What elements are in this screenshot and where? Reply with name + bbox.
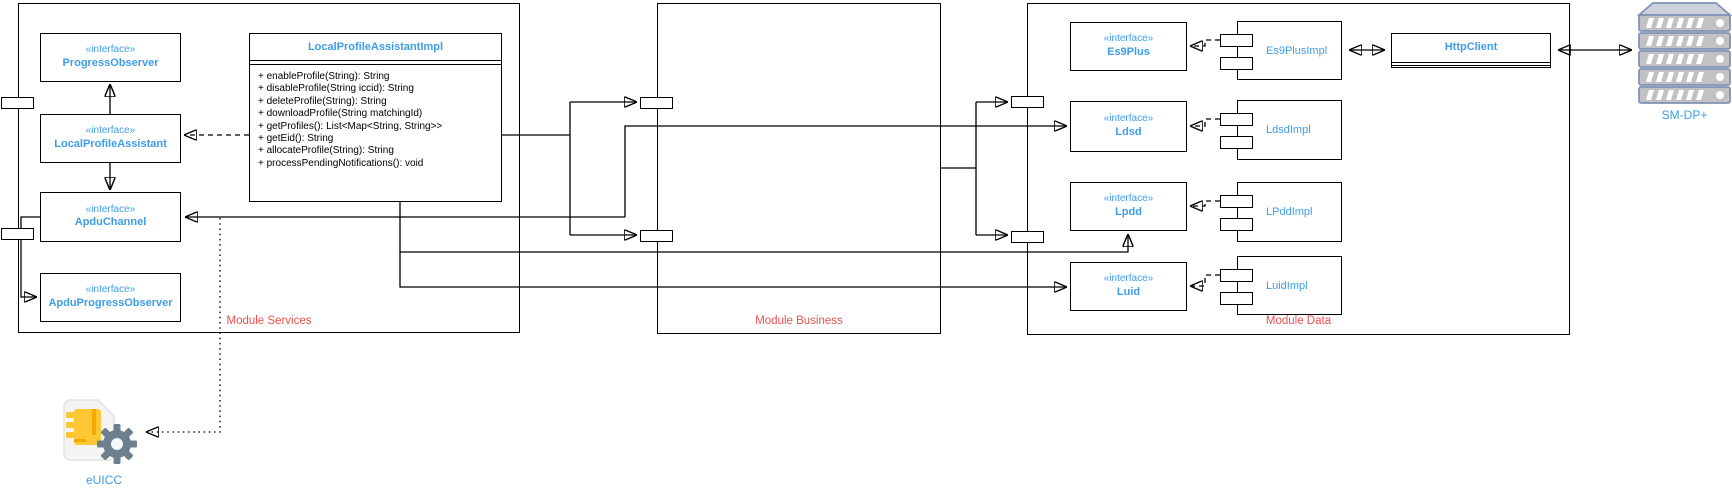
class-method: + processPendingNotifications(): void	[258, 157, 424, 169]
class-method: + allocateProfile(String): String	[258, 145, 394, 157]
module-data-box[interactable]	[1027, 3, 1570, 335]
component-tab	[1220, 195, 1253, 208]
stereotype-label: «interface»	[1103, 193, 1154, 205]
stereotype-label: «interface»	[1103, 273, 1154, 285]
interface-name: Lpdd	[1115, 205, 1142, 218]
interface-name: Luid	[1116, 285, 1141, 298]
port-services-left-bottom[interactable]	[1, 228, 34, 240]
module-business-label: Module Business	[755, 315, 843, 327]
interface-name: Es9Plus	[1107, 45, 1150, 58]
component-lpddimpl[interactable]: LPddImpl	[1220, 182, 1342, 242]
interface-name: LocalProfileAssistant	[54, 137, 167, 150]
interface-name: ApduChannel	[74, 216, 147, 229]
connector-luidimpl-to-luid-dashed	[1191, 274, 1220, 286]
connector-business-to-data-ports	[941, 102, 1007, 235]
class-method: + getEid(): String	[258, 133, 334, 145]
port-data-left-bottom[interactable]	[1011, 231, 1044, 243]
port-services-left-top[interactable]	[1, 97, 34, 109]
class-methods: + enableProfile(String): String + disabl…	[250, 65, 501, 170]
class-separator	[250, 61, 501, 65]
connector-impl-to-luid	[399, 252, 1066, 287]
httpclient-underline	[1392, 62, 1550, 63]
connector-services-to-euicc-dotted	[147, 218, 221, 432]
httpclient-underline	[1392, 65, 1550, 66]
port-business-left-bottom[interactable]	[640, 230, 673, 242]
component-tab	[1220, 269, 1253, 282]
interface-es9plus[interactable]: «interface» Es9Plus	[1070, 22, 1187, 71]
component-name: LdsdImpl	[1266, 124, 1311, 136]
component-tab	[1220, 136, 1253, 149]
class-method: + downloadProfile(String matchingId)	[258, 108, 423, 120]
component-luidimpl[interactable]: LuidImpl	[1220, 256, 1342, 315]
class-method: + enableProfile(String): String	[258, 71, 390, 82]
port-business-left-top[interactable]	[640, 97, 673, 109]
component-tab	[1220, 57, 1253, 70]
stereotype-label: «interface»	[85, 203, 136, 215]
module-business-box[interactable]	[657, 3, 941, 334]
component-tab	[1220, 113, 1253, 126]
euicc-label: eUICC	[85, 473, 122, 487]
interface-progressobserver[interactable]: «interface» ProgressObserver	[40, 33, 181, 82]
component-tab	[1220, 34, 1253, 47]
interface-lpdd[interactable]: «interface» Lpdd	[1070, 182, 1187, 231]
sm-dp-label: SM-DP+	[1661, 108, 1708, 122]
connector-impl-to-lpdd	[399, 202, 1128, 253]
connector-es9plusimpl-to-es9plus-dashed	[1191, 39, 1220, 46]
component-name: LPddImpl	[1266, 206, 1313, 218]
connector-impl-to-business-ports	[502, 102, 636, 235]
interface-localprofileassistant[interactable]: «interface» LocalProfileAssistant	[40, 114, 181, 163]
stereotype-label: «interface»	[85, 44, 136, 56]
stereotype-label: «interface»	[85, 284, 136, 296]
interface-name: Ldsd	[1115, 125, 1142, 138]
httpclient-box[interactable]: HttpClient	[1391, 33, 1551, 68]
component-tab	[1220, 218, 1253, 231]
connector-lpddimpl-to-lpdd-dashed	[1191, 200, 1220, 206]
class-method: + getProfiles(): List<Map<String, String…	[258, 120, 443, 132]
component-ldsdimpl[interactable]: LdsdImpl	[1220, 100, 1342, 160]
httpclient-title: HttpClient	[1444, 41, 1498, 53]
component-tab	[1220, 292, 1253, 305]
module-services-label: Module Services	[226, 315, 312, 327]
class-localprofileassistantimpl[interactable]: LocalProfileAssistantImpl + enableProfil…	[249, 33, 502, 202]
stereotype-label: «interface»	[1103, 113, 1154, 125]
stereotype-label: «interface»	[85, 125, 136, 137]
class-title: LocalProfileAssistantImpl	[250, 34, 501, 61]
connector-services-to-ldsd	[624, 126, 1066, 217]
class-method: + disableProfile(String iccid): String	[258, 83, 414, 95]
sm-dp-server-icon[interactable]	[1636, 2, 1732, 105]
connector-ldsdimpl-to-ldsd-dashed	[1191, 118, 1220, 126]
module-services-box[interactable]	[18, 3, 520, 333]
interface-name: ApduProgressObserver	[48, 296, 173, 309]
interface-luid[interactable]: «interface» Luid	[1070, 262, 1187, 311]
component-name: Es9PlusImpl	[1266, 44, 1328, 57]
connector-apduchannel-to-apduprogressobserver	[20, 216, 40, 297]
euicc-icon[interactable]	[58, 396, 150, 470]
interface-name: ProgressObserver	[62, 56, 159, 69]
component-name: LuidImpl	[1266, 279, 1308, 292]
component-es9plusimpl[interactable]: Es9PlusImpl	[1220, 21, 1342, 80]
port-data-left-top[interactable]	[1011, 96, 1044, 108]
module-data-label: Module Data	[1265, 315, 1332, 327]
interface-apduprogressobserver[interactable]: «interface» ApduProgressObserver	[40, 273, 181, 322]
stereotype-label: «interface»	[1103, 33, 1154, 45]
class-method: + deleteProfile(String): String	[258, 95, 387, 107]
interface-apduchannel[interactable]: «interface» ApduChannel	[40, 192, 181, 242]
interface-ldsd[interactable]: «interface» Ldsd	[1070, 101, 1187, 152]
